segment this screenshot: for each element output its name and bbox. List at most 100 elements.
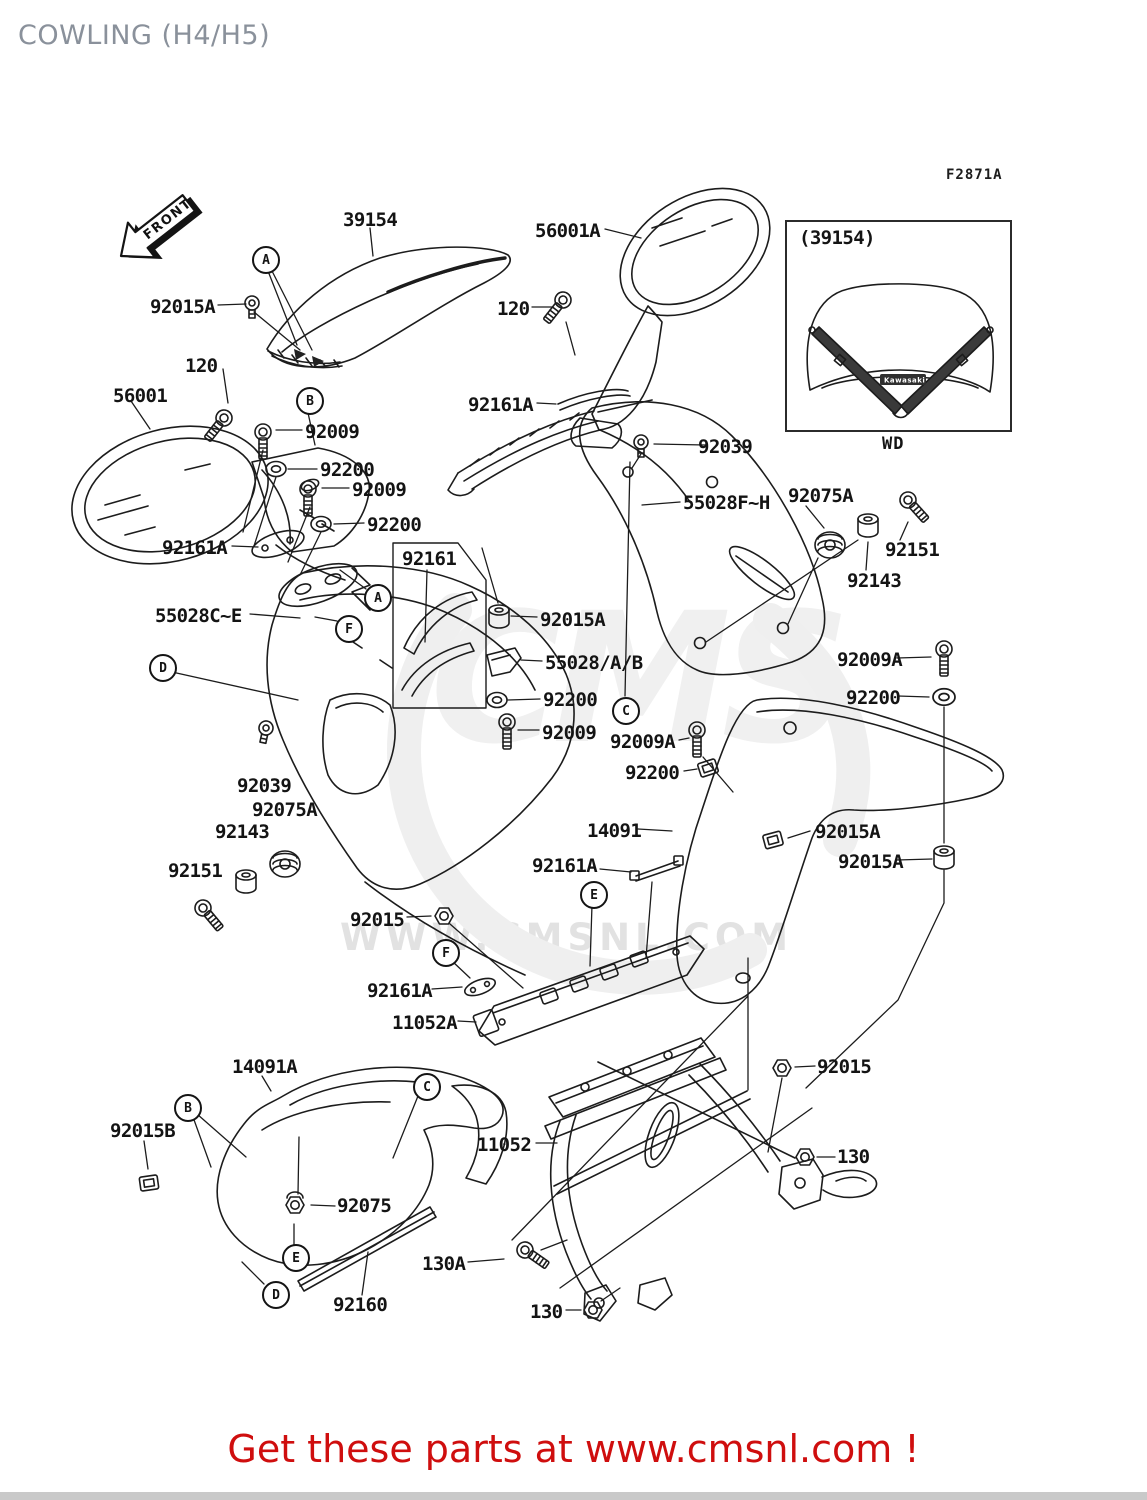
nut-130-right: [795, 1148, 815, 1166]
part-label: 92075A: [252, 799, 318, 821]
cyl-92143-left: [235, 869, 257, 894]
trim-92161A-top: [557, 388, 631, 411]
trim-plate-92161A-left: [251, 529, 305, 559]
inset-part-number: (39154): [799, 227, 875, 249]
plate-92161A-lower: [463, 977, 497, 997]
part-label: 130: [837, 1146, 870, 1168]
strip-92160: [297, 1206, 437, 1292]
part-label: 92015B: [110, 1120, 176, 1142]
callout-f: F: [432, 939, 460, 967]
part-label: 14091A: [232, 1056, 298, 1078]
part-label: 92075A: [788, 485, 854, 507]
bolt-130A: [513, 1238, 553, 1273]
part-label: 92161A: [468, 394, 534, 416]
part-label: 55028C~E: [155, 605, 242, 627]
nut-92015-left: [434, 907, 454, 925]
figure-code: F2871A: [946, 167, 1003, 183]
bracket-55028AB: [486, 647, 522, 677]
part-label: 92160: [333, 1294, 388, 1316]
callout-d: D: [149, 654, 177, 682]
bracket-frame-11052: [544, 1037, 878, 1322]
part-label: 92161A: [367, 980, 433, 1002]
bolt-120-left: [200, 405, 237, 446]
part-label: 14091: [587, 820, 642, 842]
part-label: 92039: [237, 775, 292, 797]
bolt-92009-1: [254, 423, 272, 460]
part-label: 92151: [885, 539, 940, 561]
inset-view-label: WD: [882, 434, 905, 454]
callout-e: E: [282, 1244, 310, 1272]
part-label: 92015: [350, 909, 405, 931]
inset-box: [785, 220, 1012, 432]
part-label: 92151: [168, 860, 223, 882]
callout-a: A: [252, 246, 280, 274]
cowling-upper-right-55028FH: [447, 401, 826, 676]
grommet-92015A-mid: [488, 604, 510, 629]
nut-92015-right: [772, 1059, 792, 1077]
callout-e: E: [580, 881, 608, 909]
part-label: 39154: [343, 209, 398, 231]
part-label: 130: [530, 1301, 563, 1323]
part-label: 92075: [337, 1195, 392, 1217]
part-label: 120: [497, 298, 530, 320]
washer-92200-2: [310, 515, 332, 533]
part-label: 92161A: [532, 855, 598, 877]
cover-14091: [675, 697, 1005, 1005]
part-label: 11052A: [392, 1012, 458, 1034]
pin-92039-left: [255, 718, 276, 745]
part-label: 92015A: [150, 296, 216, 318]
part-label: 55028/A/B: [545, 652, 643, 674]
bolt-92009A-mid: [688, 721, 706, 758]
cmsnl-banner-link[interactable]: Get these parts at www.cmsnl.com !: [227, 1427, 920, 1471]
leader-lines: [130, 227, 945, 1311]
part-label: 92200: [846, 687, 901, 709]
part-label: 56001A: [535, 220, 601, 242]
windshield-39154: [266, 246, 511, 369]
nut-92075: [285, 1191, 305, 1214]
part-label: 92200: [543, 689, 598, 711]
part-label: 92015A: [815, 821, 881, 843]
part-label: 92161A: [162, 537, 228, 559]
washer-92200-right: [932, 687, 956, 707]
washer-92200-mid: [486, 691, 508, 709]
nut-130-bottom: [583, 1301, 603, 1319]
callout-f: F: [335, 615, 363, 643]
grommet-92075A-left: [269, 850, 301, 878]
cyl-92143-right: [857, 513, 879, 538]
part-label: 92015: [817, 1056, 872, 1078]
part-label: 92143: [215, 821, 270, 843]
grommet-92015A-right: [933, 845, 955, 870]
callout-b: B: [174, 1094, 202, 1122]
bolt-92009-mid: [498, 713, 516, 750]
bolt-92151-right: [895, 487, 933, 527]
grommet-92075A-right: [814, 531, 846, 559]
part-label: 92200: [320, 459, 375, 481]
part-label: 92015A: [838, 851, 904, 873]
bolt-92151-left: [190, 895, 228, 935]
callout-c: C: [413, 1073, 441, 1101]
fairing-stay-plate: [278, 562, 371, 611]
part-label: 92015A: [540, 609, 606, 631]
part-label: 92009A: [837, 649, 903, 671]
front-arrow-icon: [119, 194, 203, 259]
part-label: 92009A: [610, 731, 676, 753]
inset-logo-text: Kawasaki: [884, 377, 925, 385]
washer-92200-1: [265, 460, 287, 478]
inset-windshield-39154: Kawasaki: [806, 283, 994, 419]
part-label: 92009: [352, 479, 407, 501]
hinge-92161A-mid: [629, 855, 684, 882]
part-label: 92143: [847, 570, 902, 592]
part-label: 92161: [402, 548, 457, 570]
callout-c: C: [612, 697, 640, 725]
part-label: 56001: [113, 385, 168, 407]
part-label: 92200: [367, 514, 422, 536]
cowling-lower-left-55028CE: [266, 565, 575, 976]
part-label: 92009: [542, 722, 597, 744]
bottom-divider: [0, 1492, 1147, 1500]
callout-b: B: [296, 387, 324, 415]
part-label: 55028F~H: [683, 492, 770, 514]
part-label: 120: [185, 355, 218, 377]
bolt-92009A-right: [935, 640, 953, 677]
